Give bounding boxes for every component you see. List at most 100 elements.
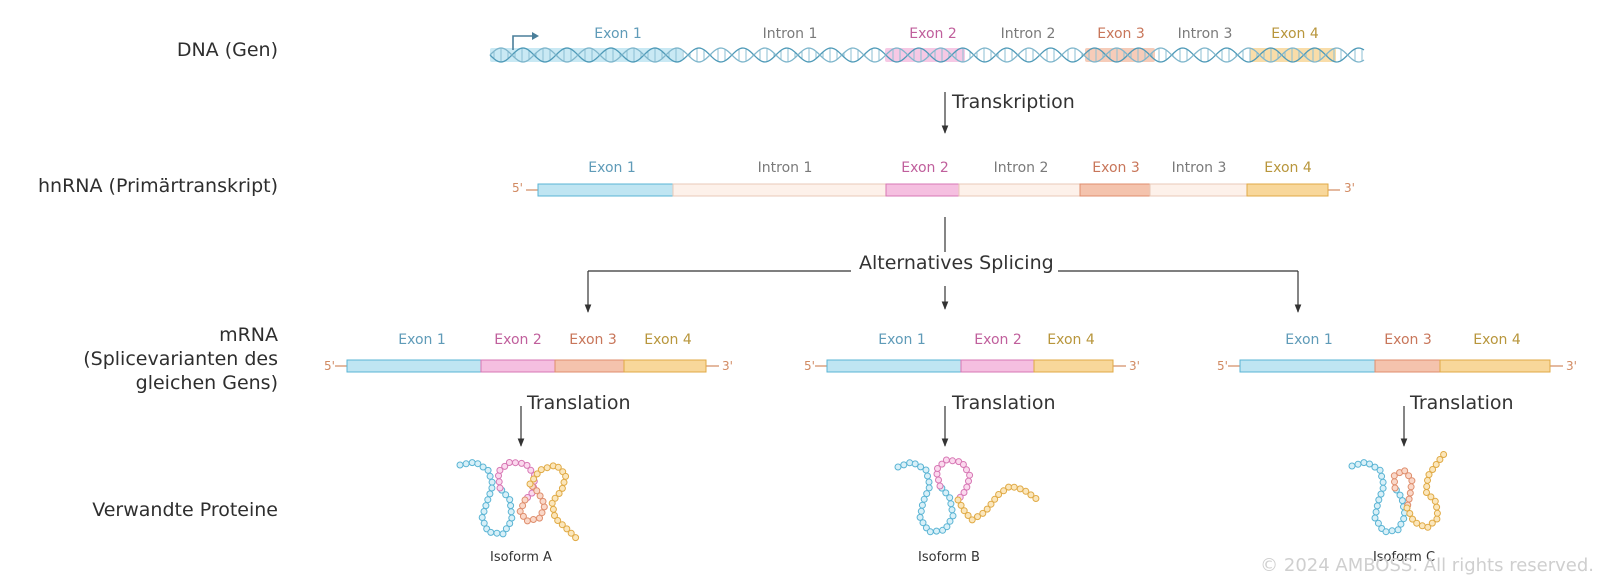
isoform-c-bead-exon4: [1433, 503, 1441, 511]
isoform-a-bead-exon1: [499, 530, 507, 538]
isoform-c-bead-exon4: [1440, 451, 1448, 458]
isoform-b-bead-exon2: [949, 457, 956, 465]
isoform-c-bead-exon3: [1390, 472, 1398, 480]
isoform-b-bead-exon1: [948, 506, 956, 514]
dna-label-exon-4: Exon 4: [1271, 26, 1319, 42]
isoform-a-bead-exon3: [538, 509, 546, 517]
isoform-a-bead-exon3: [536, 492, 544, 500]
hnrna-segment-4: [1079, 183, 1151, 197]
isoform-a-bead-exon2: [527, 466, 535, 474]
isoform-a-bead-exon4: [526, 480, 534, 488]
isoform-a-bead-exon2: [523, 461, 531, 469]
isoform-a-bead-exon1: [479, 463, 487, 471]
isoform-b-bead-exon4: [954, 496, 962, 504]
isoform-b-bead-exon1: [939, 526, 947, 534]
isoform-c-bead-exon1: [1376, 466, 1384, 474]
isoform-c-bead-exon3: [1401, 467, 1409, 475]
isoform-c-bead-exon3: [1391, 478, 1398, 486]
isoform-b-bead-exon4: [987, 500, 995, 508]
isoform-a-bead-exon3: [533, 487, 541, 495]
isoform-c-bead-exon1: [1360, 459, 1368, 467]
mrna-variant-1-segment-2: [1033, 359, 1114, 373]
isoform-c-bead-exon4: [1423, 483, 1431, 490]
isoform-a-bead-exon4: [548, 499, 556, 507]
hnrna-label-intron-3: Intron 3: [1171, 160, 1227, 176]
isoform-a-bead-exon3: [539, 497, 547, 505]
isoform-a-bead-exon1: [502, 525, 510, 533]
isoform-b-bead-exon1: [917, 463, 925, 471]
isoform-c-bead-exon1: [1394, 526, 1402, 534]
isoform-a-bead-exon1: [482, 502, 490, 510]
hnrna-segment-1: [672, 183, 887, 197]
isoform-b-bead-exon4: [1032, 495, 1040, 502]
splicing-label: Alternatives Splicing: [855, 252, 1058, 274]
isoform-a-bead-exon4: [558, 484, 566, 492]
isoform-a-bead-exon1: [486, 472, 494, 480]
isoform-b-bead-exon1: [925, 478, 933, 486]
isoform-b-bead-exon2: [963, 483, 971, 491]
isoform-b-bead-exon2: [935, 476, 942, 484]
row-label-hnrna: hnRNA (Primärtranskript): [38, 175, 278, 197]
isoform-a-bead-exon4: [567, 529, 575, 537]
isoform-a-bead-exon4: [543, 464, 551, 472]
translation-label-a: Translation: [527, 392, 631, 414]
transcription-label: Transkription: [952, 91, 1075, 113]
isoform-a-bead-exon2: [501, 462, 509, 470]
isoform-b-bead-exon4: [957, 501, 965, 509]
isoform-a-bead-exon1: [506, 496, 514, 504]
isoform-c-bead-exon3: [1405, 495, 1413, 503]
isoform-c-bead-exon1: [1372, 508, 1380, 516]
mrna-c-label-exon-3: Exon 3: [1384, 332, 1432, 348]
mrna-b-five-prime: 5': [804, 359, 815, 373]
isoform-a-label: Isoform A: [490, 550, 552, 565]
isoform-b-bead-exon2: [936, 482, 944, 490]
hnrna-segment-0: [537, 183, 674, 197]
isoform-b-bead-exon2: [965, 477, 972, 485]
isoform-a-bead-exon4: [558, 521, 566, 529]
translation-label-b: Translation: [952, 392, 1056, 414]
isoform-a-bead-exon4: [554, 463, 562, 471]
isoform-b-bead-exon1: [916, 513, 924, 521]
hnrna-label-exon-4: Exon 4: [1264, 160, 1312, 176]
isoform-b-bead-exon2: [938, 460, 946, 468]
isoform-c-bead-exon1: [1371, 514, 1379, 522]
isoform-b-bead-exon1: [920, 495, 928, 503]
mrna-a-label-exon-4: Exon 4: [644, 332, 692, 348]
mrna-variant-1-segment-0: [826, 359, 962, 373]
isoform-a-bead-exon2: [496, 484, 504, 492]
isoform-c-bead-exon4: [1425, 471, 1433, 479]
isoform-a-bead-exon1: [507, 508, 515, 516]
row-label-proteins: Verwandte Proteine: [92, 499, 278, 521]
isoform-c-bead-exon1: [1348, 462, 1356, 470]
isoform-a-bead-exon1: [488, 484, 496, 492]
isoform-c-bead-exon4: [1428, 519, 1436, 527]
isoform-a-bead-exon4: [562, 472, 570, 480]
isoform-b-bead-exon1: [924, 472, 931, 480]
mrna-a-five-prime: 5': [324, 359, 335, 373]
isoform-a-bead-exon1: [462, 460, 470, 468]
mrna-variant-0-segment-1: [480, 359, 556, 373]
isoform-b-bead-exon1: [949, 512, 957, 520]
isoform-c-bead-exon1: [1374, 519, 1382, 527]
mrna-variant-0-segment-3: [623, 359, 707, 373]
translation-label-c: Translation: [1410, 392, 1514, 414]
isoform-c-bead-exon4: [1427, 493, 1435, 501]
hnrna-segment-3: [958, 183, 1081, 197]
dna-label-intron-3: Intron 3: [1177, 26, 1233, 42]
hnrna-segment-2: [885, 183, 960, 197]
isoform-c-bead-exon3: [1391, 484, 1399, 492]
isoform-c-bead-exon4: [1431, 497, 1439, 505]
hnrna-label-intron-2: Intron 2: [993, 160, 1049, 176]
dna-label-exon-1: Exon 1: [594, 26, 642, 42]
isoform-a-bead-exon2: [495, 478, 503, 486]
isoform-b-bead-exon4: [974, 513, 981, 521]
isoform-b-bead-exon1: [906, 459, 914, 467]
isoform-b-bead-exon4: [960, 507, 968, 515]
isoform-b-bead-exon4: [983, 505, 991, 513]
isoform-a-bead-exon1: [486, 490, 494, 498]
isoform-a-bead-exon4: [554, 517, 562, 524]
isoform-b-bead-exon4: [1027, 491, 1035, 499]
isoform-b-bead-exon1: [917, 507, 925, 515]
isoform-c-bead-exon1: [1396, 491, 1404, 499]
isoform-c-bead-exon1: [1382, 528, 1390, 536]
